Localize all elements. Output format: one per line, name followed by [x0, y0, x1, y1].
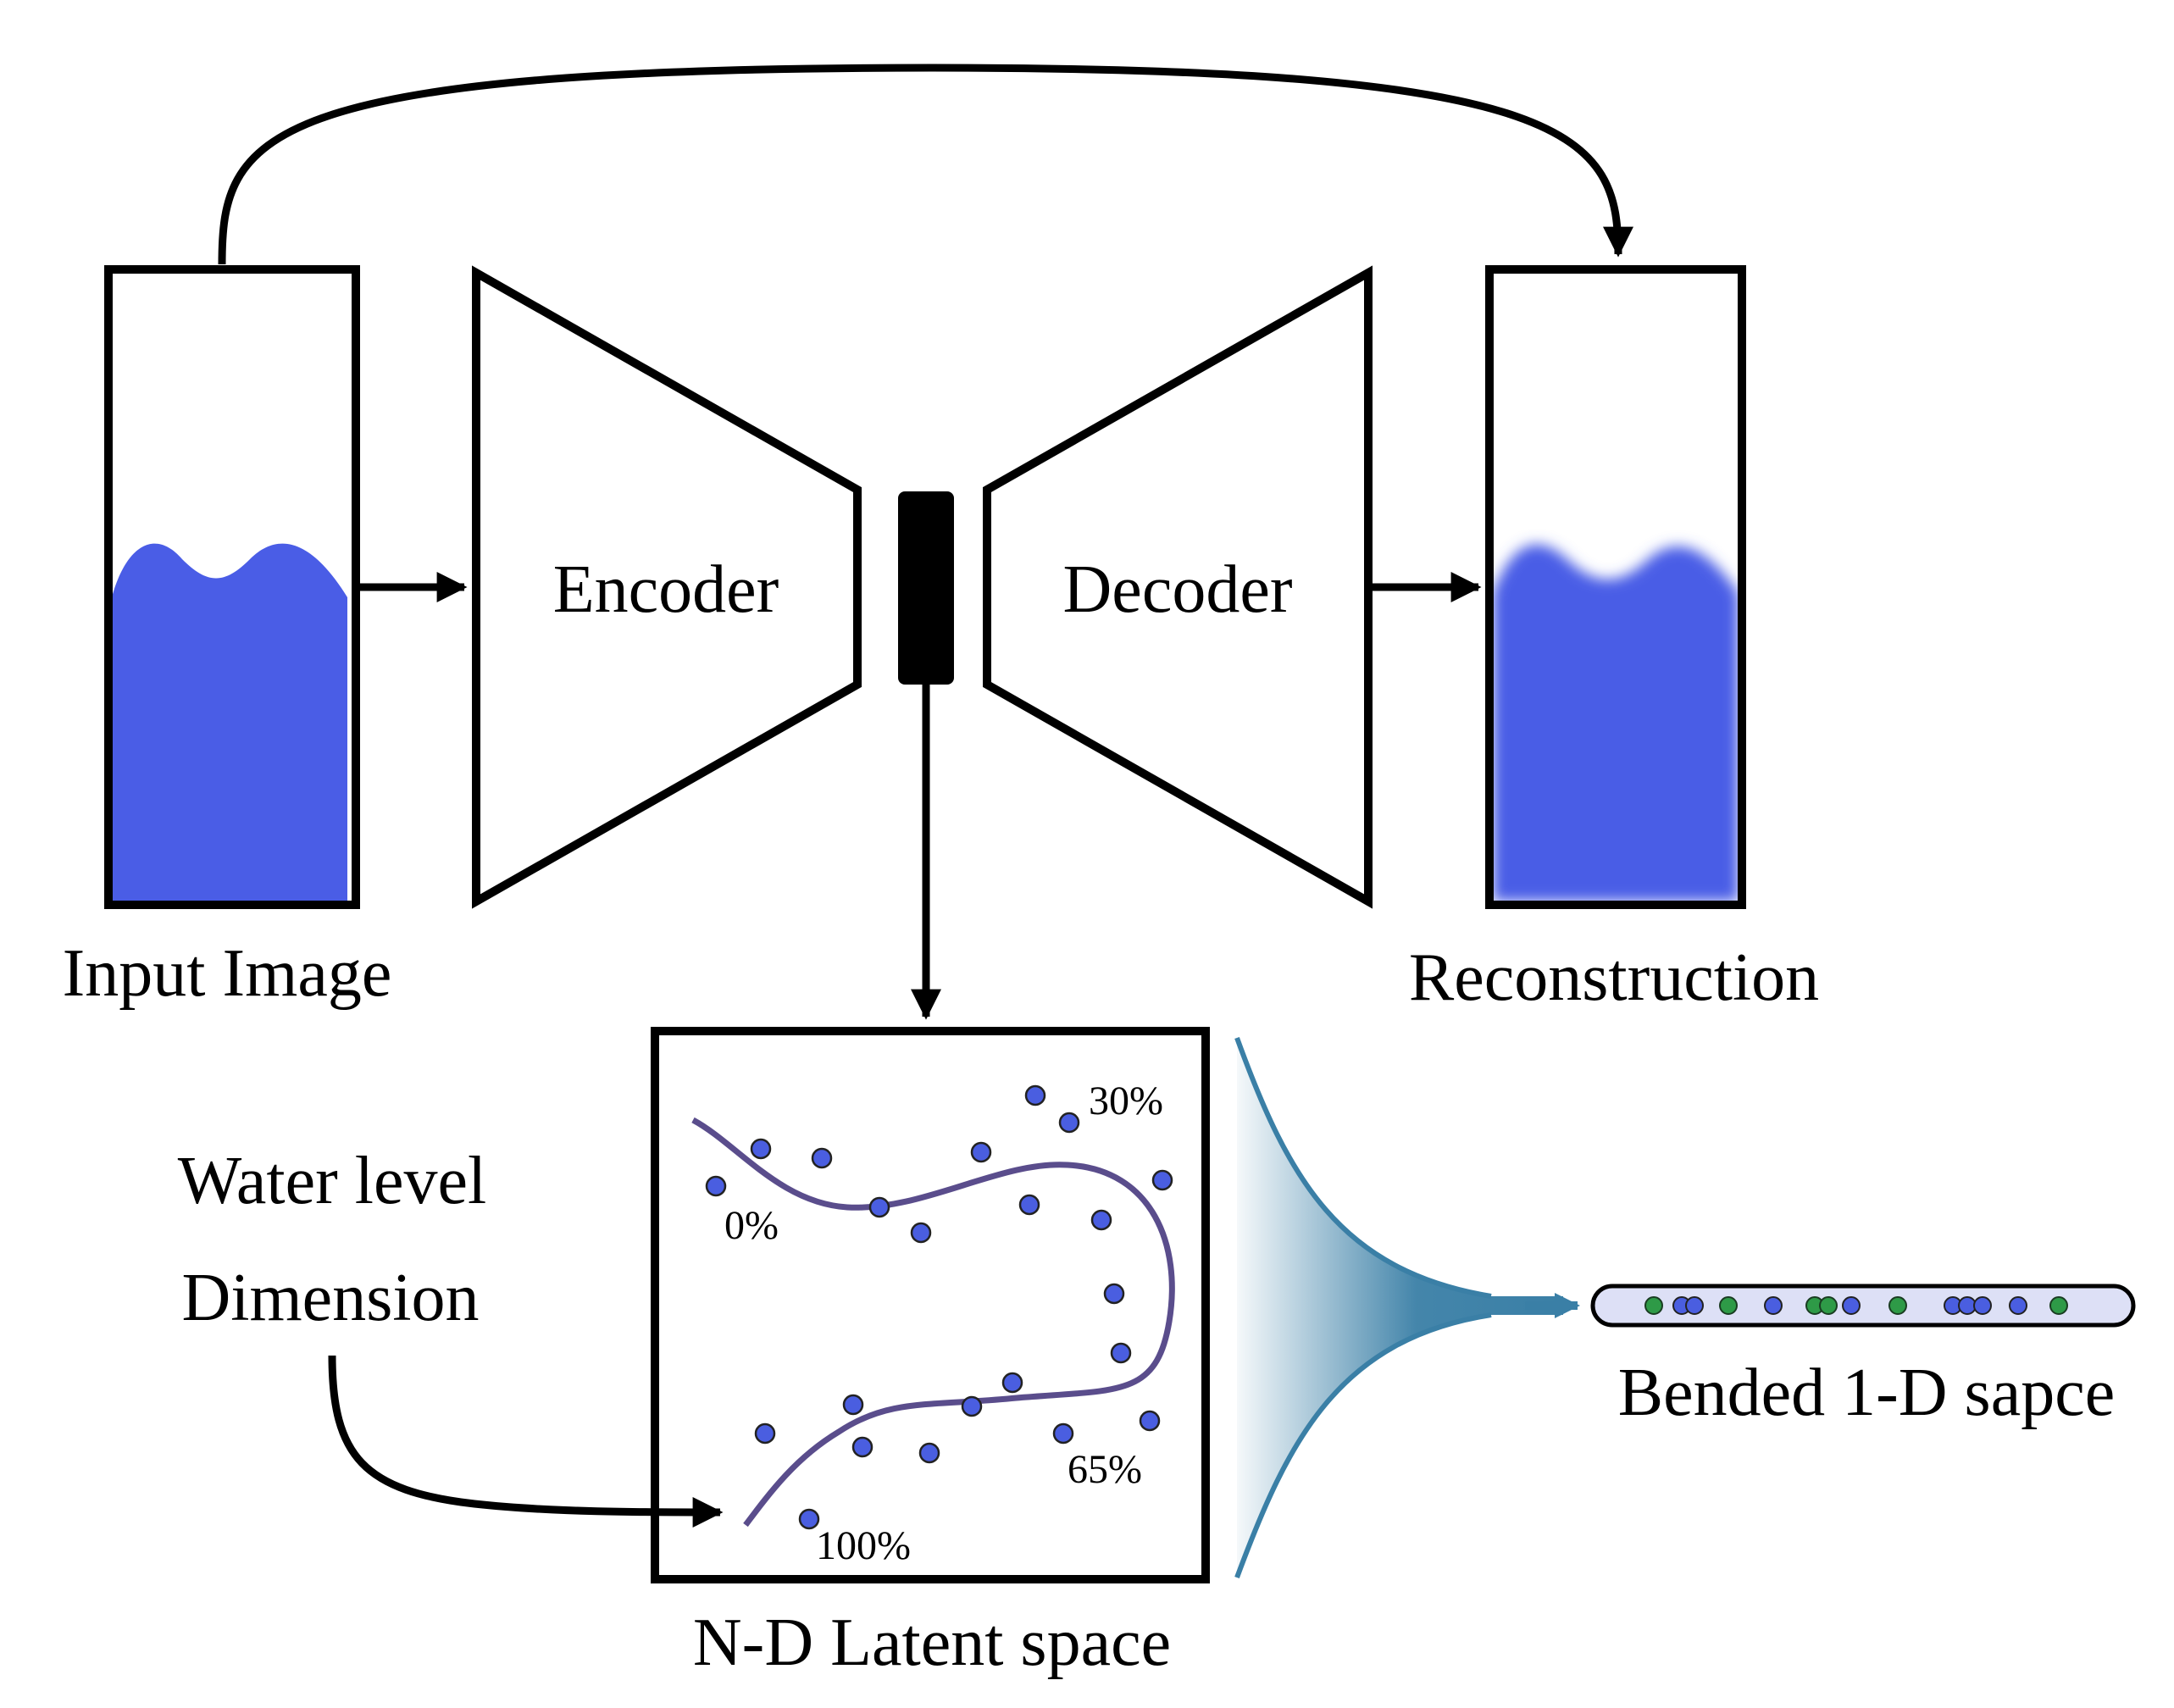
latent-point [1151, 1169, 1173, 1191]
latent-point [1058, 1112, 1080, 1134]
reconstruction-label: Reconstruction [1409, 940, 1819, 1015]
bar-point [1842, 1296, 1861, 1315]
water-level-curve [691, 1117, 1175, 1528]
encoder-label: Encoder [553, 552, 779, 627]
annotation-30-percent: 30% [1089, 1079, 1163, 1123]
bar-point [1764, 1296, 1783, 1315]
bar-point [1973, 1296, 1992, 1315]
latent-point [1090, 1209, 1112, 1231]
green-point [1719, 1296, 1738, 1315]
input-water-fill [112, 543, 347, 901]
latent-point [1024, 1084, 1046, 1106]
latent-points [705, 1084, 1173, 1530]
funnel-bottom-edge [1234, 1312, 1492, 1579]
latent-point [705, 1175, 727, 1197]
latent-point [1018, 1194, 1040, 1216]
dimension-label: Dimension [181, 1261, 479, 1335]
latent-point [811, 1147, 833, 1169]
annotation-0-percent: 0% [724, 1203, 779, 1248]
latent-point [1001, 1372, 1023, 1394]
annotation-100-percent: 100% [816, 1523, 911, 1568]
latent-space-label: N-D Latent space [693, 1605, 1171, 1680]
projection-funnel [1237, 1038, 1563, 1578]
latent-point [842, 1394, 864, 1416]
reconstruction-frame [1485, 265, 1746, 909]
decoder-label: Decoder [1063, 552, 1293, 627]
reconstruction-water-fill [1493, 544, 1739, 901]
green-point [1819, 1296, 1838, 1315]
latent-point [970, 1141, 992, 1163]
latent-point [910, 1222, 932, 1244]
green-point [2049, 1296, 2068, 1315]
bar-point [1685, 1296, 1704, 1315]
latent-point [1052, 1422, 1074, 1445]
decoder-block [983, 265, 1373, 909]
bended-1d-points [1644, 1296, 2068, 1315]
latent-space-box [651, 1027, 1210, 1583]
latent-point [754, 1422, 776, 1445]
bended-space-label: Bended 1-D sapce [1618, 1356, 2115, 1430]
green-point [1644, 1296, 1663, 1315]
water-level-label: Water level [178, 1144, 486, 1218]
reconstruction-image [1485, 265, 1746, 909]
water-level-arrow [328, 1355, 724, 1528]
green-point [1888, 1296, 1907, 1315]
input-image [104, 265, 360, 909]
latent-point [1110, 1342, 1132, 1364]
latent-point [798, 1508, 820, 1530]
skip-connection-arrow [218, 64, 1633, 265]
latent-point [868, 1196, 890, 1218]
funnel-top-edge [1234, 1036, 1492, 1299]
bended-1d-bar [1590, 1284, 2136, 1328]
latent-point [851, 1436, 873, 1458]
latent-point [961, 1395, 983, 1417]
latent-point [1139, 1410, 1161, 1432]
latent-point [750, 1138, 772, 1160]
latent-point [1103, 1283, 1125, 1305]
bar-point [2009, 1296, 2027, 1315]
annotation-65-percent: 65% [1068, 1447, 1142, 1492]
input-image-label: Input Image [63, 936, 392, 1011]
latent-point [918, 1442, 940, 1464]
bottleneck-block [898, 491, 954, 685]
encoder-block [472, 265, 862, 909]
input-image-frame [104, 265, 360, 909]
